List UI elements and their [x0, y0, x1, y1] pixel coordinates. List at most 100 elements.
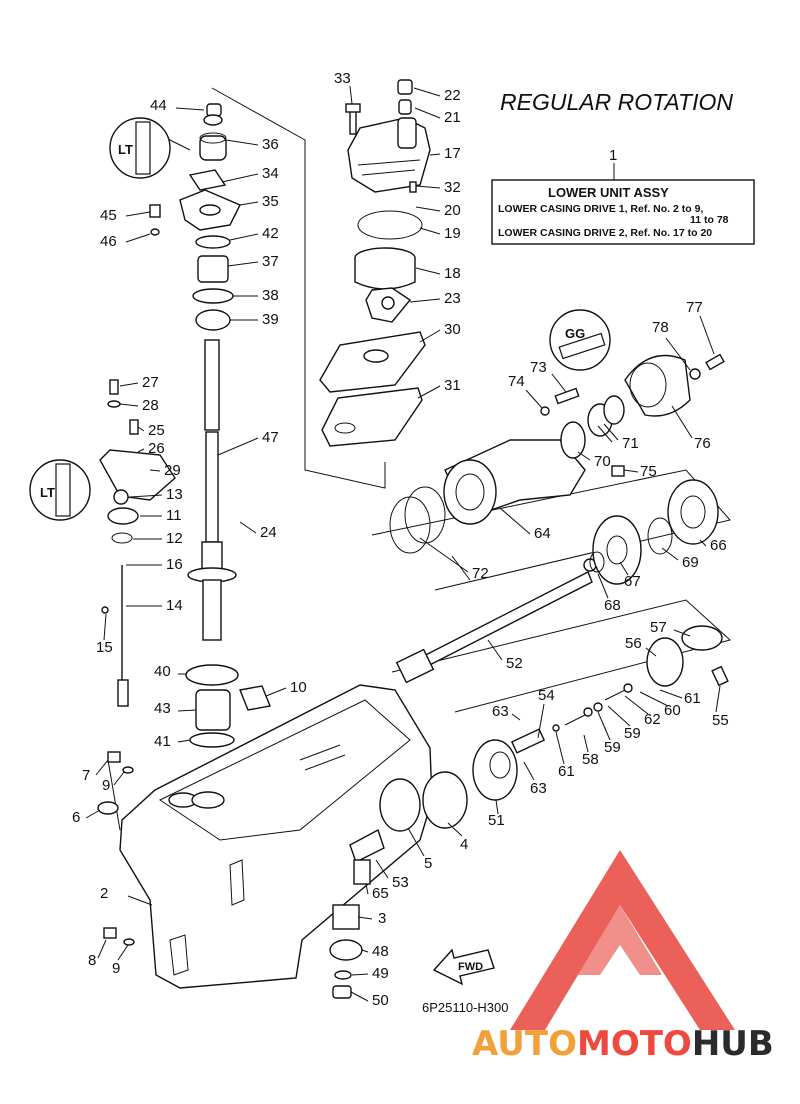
leader-line	[659, 689, 683, 699]
leader-line	[349, 85, 353, 105]
leader-line	[525, 389, 543, 409]
leader-line	[715, 685, 721, 713]
callout-15: 15	[96, 639, 113, 656]
callout-73: 73	[530, 359, 547, 376]
leader-line	[413, 87, 441, 97]
callout-75: 75	[640, 463, 657, 480]
leader-line	[419, 329, 441, 343]
callout-33: 33	[334, 70, 351, 87]
leader-line	[661, 547, 679, 561]
callout-58: 58	[582, 751, 599, 768]
callout-1: 1	[609, 147, 617, 164]
callout-4: 4	[460, 836, 468, 853]
watermark-word-moto: MOTO	[577, 1024, 692, 1064]
leader-line	[137, 448, 145, 453]
callout-51: 51	[488, 812, 505, 829]
leader-line	[350, 991, 369, 1002]
propeller-shaft-group	[379, 558, 729, 832]
leader-line	[619, 561, 629, 576]
leader-line	[555, 731, 565, 765]
callout-12: 12	[166, 530, 183, 547]
forward-gear-group	[589, 479, 719, 585]
watermark: AUTOMOTOHUB	[472, 850, 774, 1064]
callout-70: 70	[594, 453, 611, 470]
water-pump-group	[319, 79, 431, 447]
leader-line	[129, 494, 163, 498]
leader-lines	[85, 85, 721, 1002]
callout-64: 64	[534, 525, 551, 542]
leader-line	[221, 173, 259, 183]
leader-line	[673, 629, 691, 637]
callout-63: 63	[492, 703, 509, 720]
leader-line	[177, 739, 191, 743]
callout-69: 69	[682, 554, 699, 571]
callout-26: 26	[148, 440, 165, 457]
leader-line	[217, 437, 259, 456]
leader-line	[125, 233, 151, 243]
callout-41: 41	[154, 733, 171, 750]
callout-24: 24	[260, 524, 277, 541]
callout-61: 61	[558, 763, 575, 780]
leader-line	[645, 647, 657, 657]
leader-line	[597, 425, 613, 443]
leader-line	[417, 385, 441, 399]
leader-line	[665, 337, 691, 371]
callout-8: 8	[88, 952, 96, 969]
callout-59: 59	[624, 725, 641, 742]
leader-line	[361, 949, 369, 953]
assembly-line-1: LOWER CASING DRIVE 1, Ref. No. 2 to 9,	[498, 203, 703, 215]
callout-31: 31	[444, 377, 461, 394]
leader-line	[415, 267, 441, 275]
callout-10: 10	[290, 679, 307, 696]
callout-44: 44	[150, 97, 167, 114]
leader-line	[357, 916, 373, 920]
callout-39: 39	[262, 311, 279, 328]
callout-32: 32	[444, 179, 461, 196]
callout-62: 62	[644, 711, 661, 728]
assembly-reference-box: 1 LOWER UNIT ASSY LOWER CASING DRIVE 1, …	[491, 147, 755, 245]
callout-2: 2	[100, 885, 108, 902]
drawing-code: 6P25110-H300	[422, 1000, 509, 1015]
callout-16: 16	[166, 556, 183, 573]
leader-line	[603, 423, 619, 441]
leader-line	[414, 107, 441, 119]
leader-line	[583, 734, 589, 753]
leader-line	[119, 403, 139, 407]
shaft-housing-group	[389, 353, 725, 554]
leader-line	[97, 939, 107, 959]
callout-40: 40	[154, 663, 171, 680]
callout-3: 3	[378, 910, 386, 927]
leader-line	[95, 759, 109, 776]
leader-line	[119, 382, 139, 387]
leader-line	[419, 227, 441, 235]
callout-38: 38	[262, 287, 279, 304]
leader-line	[113, 771, 125, 786]
callout-30: 30	[444, 321, 461, 338]
callout-18: 18	[444, 265, 461, 282]
drive-shaft-group	[179, 103, 271, 748]
callout-20: 20	[444, 202, 461, 219]
leader-line	[365, 883, 369, 895]
leader-line	[699, 539, 707, 547]
leader-line	[447, 822, 463, 837]
callout-23: 23	[444, 290, 461, 307]
callout-9: 9	[112, 960, 120, 977]
watermark-word-auto: AUTO	[472, 1024, 577, 1064]
callout-34: 34	[262, 165, 279, 182]
leader-line	[117, 944, 129, 961]
leader-line	[607, 705, 631, 727]
leader-line	[265, 687, 287, 697]
callout-43: 43	[154, 700, 171, 717]
callout-61: 61	[684, 690, 701, 707]
leader-line	[499, 507, 531, 535]
callout-36: 36	[262, 136, 279, 153]
callout-57: 57	[650, 619, 667, 636]
callout-71: 71	[622, 435, 639, 452]
callout-54: 54	[538, 687, 555, 704]
callout-50: 50	[372, 992, 389, 1009]
callout-22: 22	[444, 87, 461, 104]
sealant-symbol-lt-top: LT	[109, 117, 171, 179]
callout-78: 78	[652, 319, 669, 336]
assembly-heading: LOWER UNIT ASSY	[548, 185, 669, 200]
